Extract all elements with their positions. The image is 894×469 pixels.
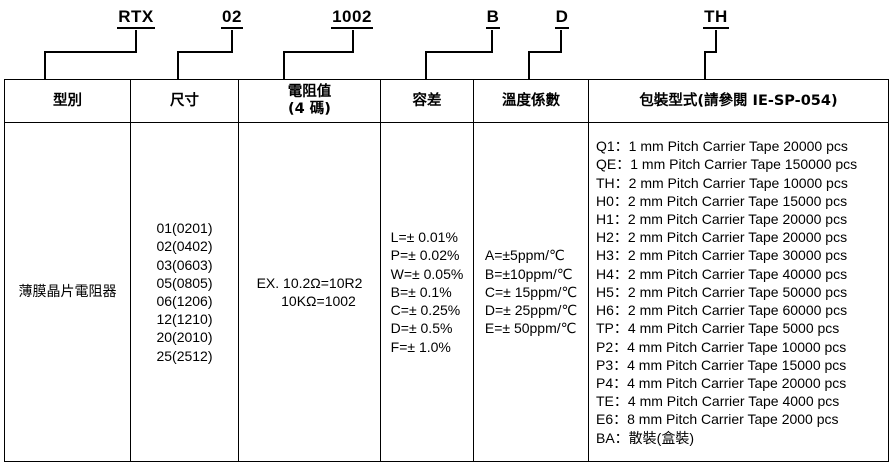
list-item: H4：2 mm Pitch Carrier Tape 40000 pcs (596, 265, 848, 282)
header-tcr: 溫度係數 (473, 79, 589, 123)
cell-size: 01(0201)02(0402)03(0603)05(0805) 06(1206)… (130, 122, 239, 462)
list-item: P2：4 mm Pitch Carrier Tape 10000 pcs (596, 338, 847, 355)
list-item: BA：散裝(盒裝) (596, 429, 694, 446)
leader-v-tcr-lower (528, 51, 530, 80)
list-item: 03(0603) (156, 256, 213, 273)
leader-v-type-upper (135, 30, 137, 52)
cell-tolerance-list: L=± 0.01%P=± 0.02%W=± 0.05%B=± 0.1% C=± 0… (391, 228, 464, 355)
leader-v-tolerance-upper (491, 30, 493, 52)
cell-resistance-line1: EX. 10.2Ω=10R2 (256, 274, 363, 291)
pn-label-size-text: 02 (221, 8, 243, 29)
list-item: H0：2 mm Pitch Carrier Tape 15000 pcs (596, 192, 848, 209)
leader-v-resistance-upper (352, 30, 354, 52)
header-type: 型別 (4, 79, 131, 123)
list-item: D=± 0.5% (390, 320, 453, 337)
leader-v-packaging-upper (715, 30, 717, 52)
list-item: W=± 0.05% (390, 265, 464, 282)
leader-h-tcr (528, 51, 562, 53)
header-resistance-subtitle: (4 碼) (288, 101, 331, 117)
list-item: H6：2 mm Pitch Carrier Tape 60000 pcs (596, 302, 848, 319)
leader-h-packaging (704, 51, 717, 53)
cell-resistance: EX. 10.2Ω=10R2 10KΩ=1002 (238, 122, 381, 462)
leader-v-tolerance-lower (425, 51, 427, 80)
pn-label-tcr: D (552, 8, 572, 29)
leader-h-tolerance (425, 51, 493, 53)
cell-type-text: 薄膜晶片電阻器 (18, 284, 117, 301)
leader-v-size-lower (177, 51, 179, 80)
list-item: 02(0402) (156, 238, 213, 255)
pn-label-resistance-text: 1002 (331, 8, 373, 29)
list-item: 06(1206) (156, 293, 213, 309)
list-item: A=±5ppm/℃ (484, 247, 565, 264)
leader-h-type (44, 51, 137, 53)
pn-label-size: 02 (216, 8, 248, 29)
list-item: B=±10ppm/℃ (484, 265, 573, 282)
list-item: P=± 0.02% (390, 247, 460, 264)
pn-label-packaging: TH (700, 8, 732, 29)
header-packaging-title: 包裝型式(請參閱 IE-SP-054) (639, 92, 838, 109)
cell-resistance-line2: 10KΩ=1002 (281, 293, 356, 309)
header-tolerance: 容差 (380, 79, 474, 123)
pn-label-resistance: 1002 (326, 8, 378, 29)
leader-v-type-lower (44, 51, 46, 80)
leader-v-size-upper (231, 30, 233, 52)
list-item: F=± 1.0% (390, 338, 451, 355)
list-item: C=± 0.25% (390, 302, 461, 319)
list-item: L=± 0.01% (390, 229, 458, 246)
list-item: P4：4 mm Pitch Carrier Tape 20000 pcs (596, 374, 847, 391)
list-item: 12(1210) (156, 311, 213, 328)
leader-h-size (177, 51, 233, 53)
pn-label-tolerance: B (483, 8, 503, 29)
cell-size-list: 01(0201)02(0402)03(0603)05(0805) 06(1206)… (156, 219, 212, 365)
list-item: H5：2 mm Pitch Carrier Tape 50000 pcs (596, 283, 848, 300)
cell-resistance-example: EX. 10.2Ω=10R2 10KΩ=1002 (257, 274, 363, 310)
list-item: B=± 0.1% (390, 283, 452, 300)
header-tolerance-title: 容差 (412, 92, 442, 109)
table-body-row: 薄膜晶片電阻器 01(0201)02(0402)03(0603)05(0805)… (4, 122, 889, 462)
list-item: H2：2 mm Pitch Carrier Tape 20000 pcs (596, 229, 848, 246)
header-size-title: 尺寸 (170, 92, 199, 109)
pn-label-packaging-text: TH (703, 8, 729, 29)
leader-v-packaging-lower (704, 51, 706, 80)
list-item: E6：8 mm Pitch Carrier Tape 2000 pcs (596, 411, 839, 428)
leader-h-resistance (283, 51, 354, 53)
pn-label-type-text: RTX (117, 8, 155, 29)
leader-v-resistance-lower (283, 51, 285, 80)
list-item: H3：2 mm Pitch Carrier Tape 30000 pcs (596, 247, 848, 264)
list-item: QE：1 mm Pitch Carrier Tape 150000 pcs (596, 156, 858, 173)
header-size: 尺寸 (130, 79, 239, 123)
list-item: 01(0201) (156, 220, 213, 237)
pn-label-type: RTX (113, 8, 159, 29)
list-item: 25(2512) (156, 347, 213, 364)
list-item: 05(0805) (156, 274, 213, 291)
pn-label-tcr-text: D (554, 8, 570, 29)
list-item: TP：4 mm Pitch Carrier Tape 5000 pcs (596, 320, 840, 337)
list-item: 20(2010) (156, 329, 213, 346)
header-resistance-title: 電阻值 (287, 84, 332, 100)
table-header-row: 型別 尺寸 電阻值 (4 碼) 容差 溫度係數 包裝型式(請參閱 IE-SP-0… (4, 79, 889, 123)
cell-tolerance: L=± 0.01%P=± 0.02%W=± 0.05%B=± 0.1% C=± 0… (380, 122, 474, 462)
list-item: TH：2 mm Pitch Carrier Tape 10000 pcs (596, 174, 848, 191)
list-item: TE：4 mm Pitch Carrier Tape 4000 pcs (596, 393, 840, 410)
pn-label-tolerance-text: B (485, 8, 501, 29)
header-type-title: 型別 (53, 92, 82, 109)
header-tcr-title: 溫度係數 (502, 92, 560, 109)
list-item: C=± 15ppm/℃ (484, 283, 578, 300)
list-item: Q1：1 mm Pitch Carrier Tape 20000 pcs (596, 138, 848, 155)
list-item: E=± 50ppm/℃ (484, 320, 577, 337)
cell-type: 薄膜晶片電阻器 (4, 122, 131, 462)
leader-v-tcr-upper (560, 30, 562, 52)
list-item: H1：2 mm Pitch Carrier Tape 20000 pcs (596, 211, 848, 228)
list-item: P3：4 mm Pitch Carrier Tape 15000 pcs (596, 356, 847, 373)
part-number-table: 型別 尺寸 電阻值 (4 碼) 容差 溫度係數 包裝型式(請參閱 IE-SP-0… (4, 79, 889, 462)
header-packaging: 包裝型式(請參閱 IE-SP-054) (588, 79, 889, 123)
list-item: D=± 25ppm/℃ (484, 302, 578, 319)
header-resistance: 電阻值 (4 碼) (238, 79, 381, 123)
